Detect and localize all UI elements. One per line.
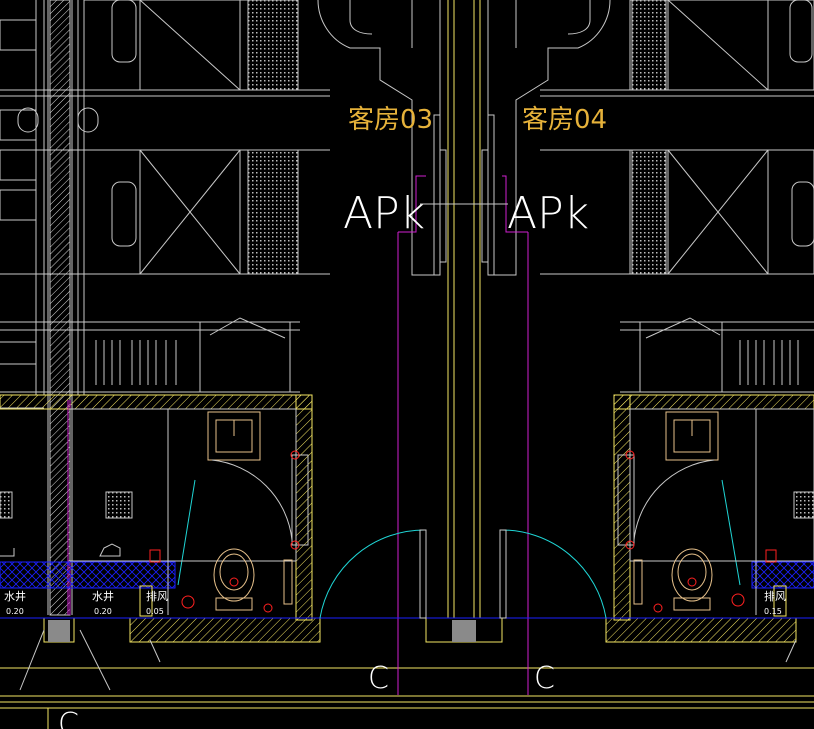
axis-label-c-left: C bbox=[368, 661, 389, 696]
column-center bbox=[452, 620, 476, 642]
shaft-label-value-2: 0.20 bbox=[94, 607, 112, 616]
door-swings bbox=[177, 479, 741, 619]
right-bathroom bbox=[617, 408, 814, 617]
shaft-label-name-4: 排风 bbox=[764, 589, 786, 603]
shaft-label-name-3: 排风 bbox=[146, 589, 168, 603]
tag-label-left: APk bbox=[343, 188, 425, 239]
room-label-03: 客房03 bbox=[348, 105, 433, 135]
axis-label-c-right: C bbox=[534, 661, 555, 696]
right-room-furniture bbox=[540, 0, 814, 393]
axis-label-c-bottom: C bbox=[58, 707, 79, 729]
shaft-label-value-1: 0.20 bbox=[6, 607, 24, 616]
blue-lines bbox=[0, 460, 814, 619]
room-label-04: 客房04 bbox=[522, 105, 607, 135]
shaft-column bbox=[47, 0, 73, 616]
shaft-label-name-2: 水井 bbox=[92, 589, 114, 603]
column-left bbox=[48, 620, 70, 642]
shaft-label-name-1: 水井 bbox=[4, 589, 26, 603]
corridor-outline bbox=[317, 0, 611, 276]
left-room-furniture bbox=[0, 0, 330, 395]
shaft-label-value-3: 0.05 bbox=[146, 607, 164, 616]
tag-label-right: APk bbox=[507, 188, 589, 239]
shaft-label-value-4: 0.15 bbox=[764, 607, 782, 616]
bottom-misc bbox=[19, 629, 797, 691]
left-bathroom bbox=[0, 407, 309, 617]
